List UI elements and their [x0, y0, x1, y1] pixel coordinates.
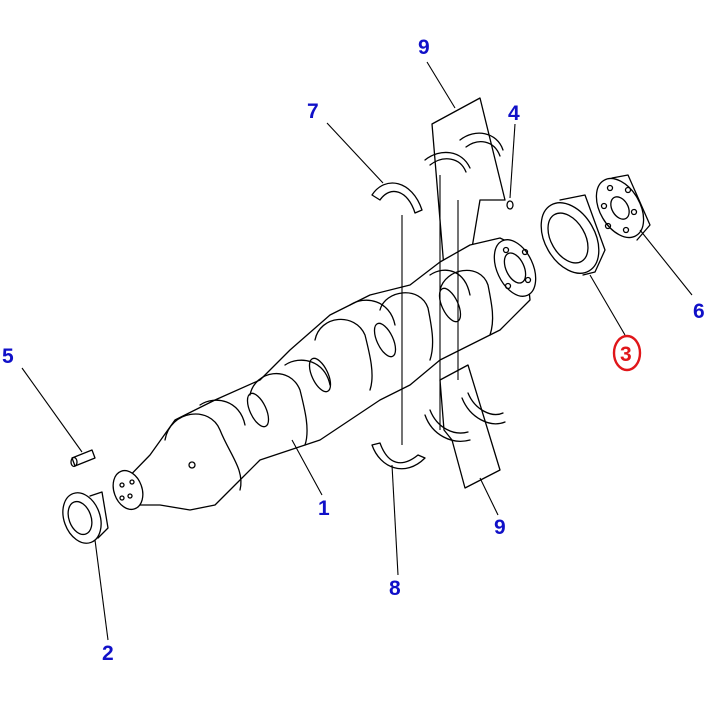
crankshaft[interactable]: [108, 233, 544, 513]
callout-5: 5: [2, 345, 14, 368]
callout-3: 3: [620, 343, 632, 366]
connecting-rod-bearing-upper[interactable]: [371, 182, 423, 214]
reference-lines: [401, 175, 459, 445]
callout-7: 7: [307, 100, 319, 123]
main-bearing-shells-upper[interactable]: [424, 132, 504, 173]
dowel-pin[interactable]: [506, 200, 514, 210]
callout-4: 4: [508, 102, 520, 125]
main-bearing-plate-lower: [439, 364, 501, 489]
knock-pin[interactable]: [70, 449, 96, 468]
leader-lines: [21, 61, 693, 641]
connecting-rod-bearing-lower[interactable]: [371, 442, 426, 470]
callout-3-highlight-ring: [612, 334, 642, 372]
rear-flange[interactable]: [587, 170, 654, 245]
callout-9-bottom: 9: [494, 516, 506, 539]
callout-1: 1: [318, 497, 330, 520]
rear-gear-ring[interactable]: [529, 193, 610, 284]
front-gear[interactable]: [56, 487, 109, 548]
callout-6: 6: [693, 300, 705, 323]
callout-8: 8: [389, 577, 401, 600]
callout-2: 2: [102, 642, 114, 665]
main-bearing-shells-lower[interactable]: [424, 392, 506, 442]
callout-9-top: 9: [418, 36, 430, 59]
